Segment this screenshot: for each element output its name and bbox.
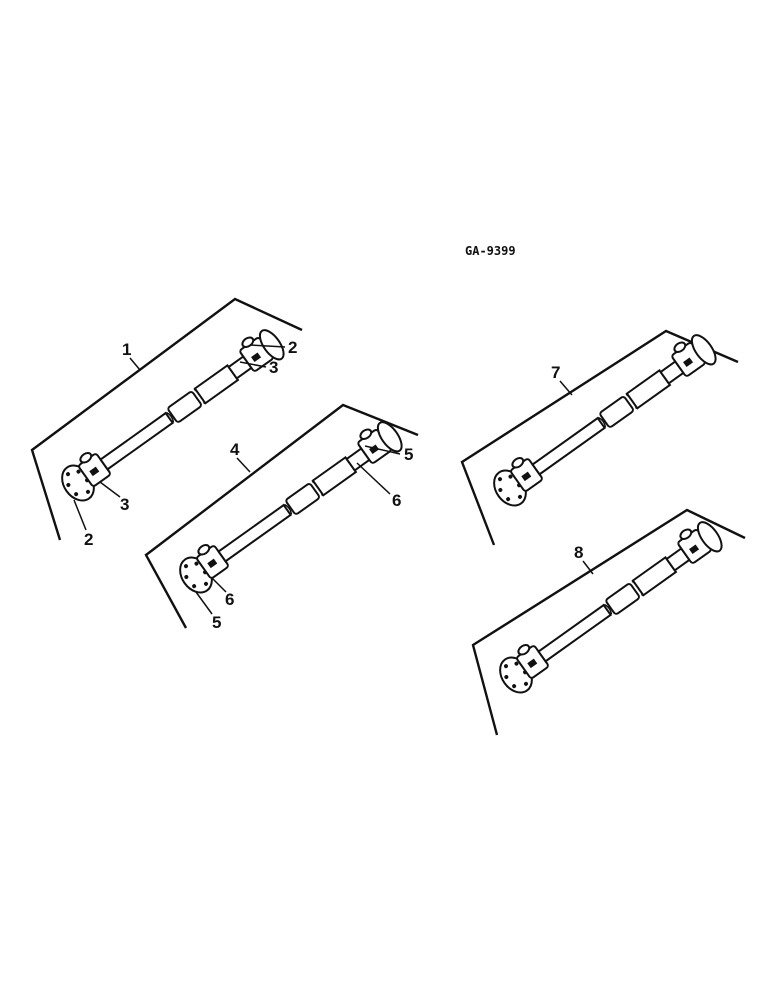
driveshaft-7 (485, 327, 723, 513)
leader-5-bottom (195, 591, 213, 615)
callout-6-bottom: 6 (225, 590, 234, 609)
leader-2-bottom (73, 499, 87, 531)
leader-8 (582, 560, 594, 575)
callout-2-bottom: 2 (84, 530, 93, 549)
assembly-4: 4 5 6 6 5 (144, 403, 419, 632)
callout-6-top: 6 (392, 491, 401, 510)
leader-3-bottom (99, 481, 121, 498)
bracket-8 (471, 508, 746, 736)
callout-5-bottom: 5 (212, 613, 221, 632)
bracket-1 (30, 297, 303, 541)
assembly-1: 1 2 3 3 2 (30, 297, 303, 549)
callout-7: 7 (551, 363, 560, 382)
leader-3-top (239, 361, 267, 368)
leader-6-top (356, 462, 391, 495)
callout-3-top: 3 (269, 358, 278, 377)
driveshaft-8 (491, 514, 729, 700)
leader-1 (129, 357, 141, 371)
callout-3-bottom: 3 (120, 495, 129, 514)
bracket-4 (144, 403, 419, 629)
leader-5-top (364, 445, 401, 455)
callout-5-top: 5 (404, 445, 413, 464)
figure-code: GA-9399 (465, 244, 516, 258)
leader-2-top (249, 344, 286, 348)
driveshaft-1 (53, 322, 291, 508)
leader-4 (236, 457, 251, 473)
callout-2-top: 2 (288, 338, 297, 357)
leader-7 (559, 380, 573, 396)
leader-6-bottom (211, 577, 227, 593)
assembly-8: 8 (471, 508, 746, 736)
callout-1: 1 (122, 340, 131, 359)
assembly-7: 7 (460, 327, 739, 546)
callout-8: 8 (574, 543, 583, 562)
callout-4: 4 (230, 440, 240, 459)
